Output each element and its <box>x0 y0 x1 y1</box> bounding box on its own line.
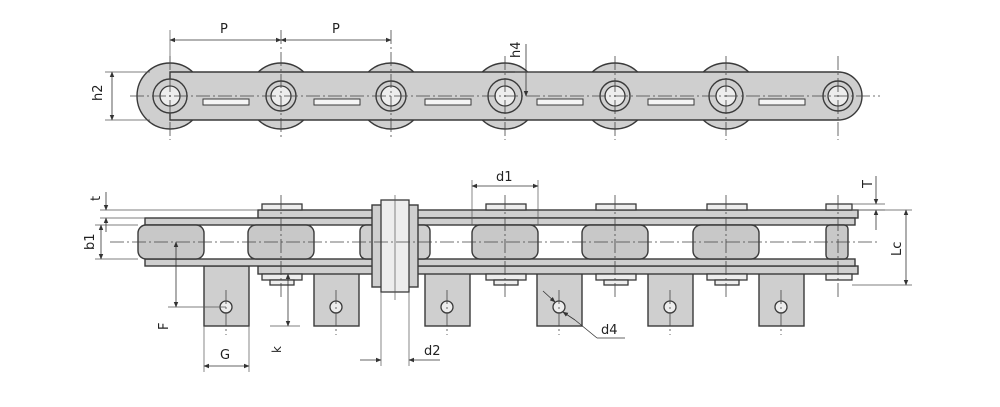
pin-heads <box>261 203 853 286</box>
label-F: F <box>157 323 172 330</box>
label-k: k <box>270 346 284 353</box>
label-d2: d2 <box>424 344 441 359</box>
side-view: t b1 d1 T Lc F G k <box>83 170 912 372</box>
label-d4: d4 <box>601 323 618 338</box>
top-view: P P h2 h4 <box>91 22 880 140</box>
attachment-tabs <box>203 265 805 327</box>
label-G: G <box>220 348 230 363</box>
label-p-1: P <box>220 22 228 37</box>
label-Lc: Lc <box>890 242 905 256</box>
plate-slots <box>202 98 806 106</box>
label-d1: d1 <box>496 170 513 185</box>
connecting-link <box>359 195 431 300</box>
label-b1: b1 <box>83 233 98 250</box>
label-h4: h4 <box>509 41 524 58</box>
label-p-2: P <box>332 22 340 37</box>
label-T: T <box>861 180 876 189</box>
label-t: t <box>89 196 104 201</box>
label-h2: h2 <box>91 84 106 101</box>
